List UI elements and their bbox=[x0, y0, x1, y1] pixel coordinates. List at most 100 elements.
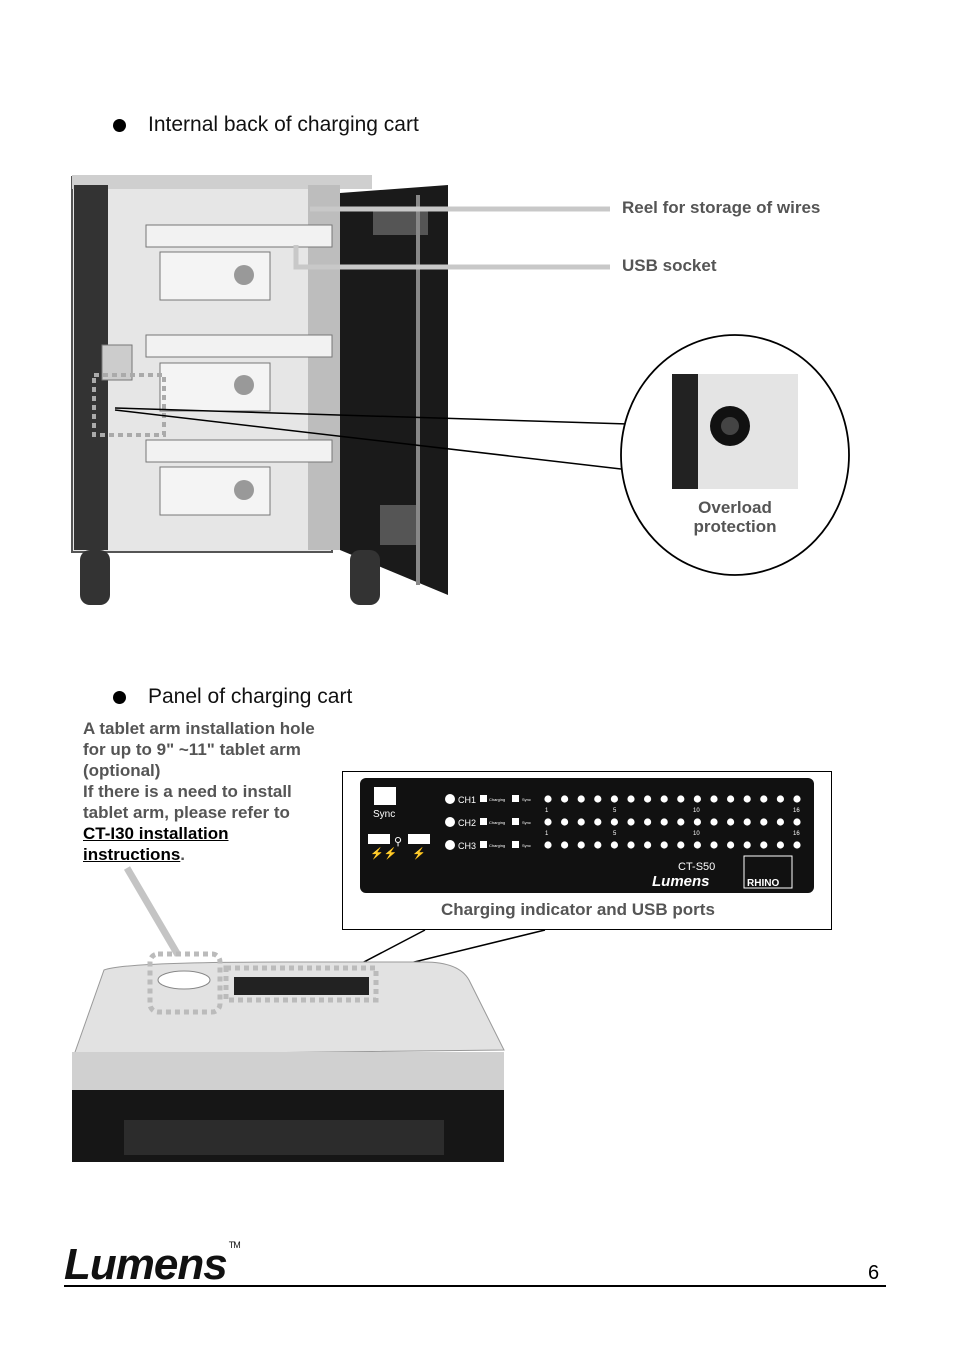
bullet-icon bbox=[113, 118, 126, 132]
port-led bbox=[644, 841, 652, 849]
channel-label: CH2 bbox=[458, 818, 476, 828]
port-led bbox=[544, 841, 552, 849]
section-heading-text: Internal back of charging cart bbox=[148, 113, 419, 136]
footer-brand: Lumens bbox=[64, 1240, 228, 1289]
port-number: 10 bbox=[693, 808, 700, 814]
sync-label: Sync bbox=[373, 809, 395, 820]
note-line: tablet arm, please refer to bbox=[83, 803, 290, 822]
port-led bbox=[793, 818, 801, 826]
port-number: 16 bbox=[793, 831, 800, 837]
callout-usb-socket: USB socket bbox=[622, 256, 717, 275]
port-led bbox=[544, 795, 552, 803]
fast-charge-icon: ⚡⚡ bbox=[370, 847, 397, 860]
port-led bbox=[693, 841, 701, 849]
tablet-arm-note: A tablet arm installation hole for up to… bbox=[83, 718, 343, 865]
port-number: 10 bbox=[693, 831, 700, 837]
channel-row: CH1 Charging Sync bbox=[445, 794, 531, 805]
rhino-label: RHINO bbox=[747, 878, 779, 889]
port-led bbox=[594, 841, 602, 849]
channel-row: CH3 Charging Sync bbox=[445, 840, 531, 851]
section-heading-text: Panel of charging cart bbox=[148, 685, 353, 708]
port-led bbox=[677, 841, 685, 849]
port-number: 16 bbox=[793, 808, 800, 814]
port-led bbox=[577, 818, 585, 826]
port-led bbox=[660, 795, 668, 803]
page-number: 6 bbox=[868, 1262, 880, 1284]
charging-label: Charging bbox=[489, 820, 505, 825]
callout-overload-line1: Overload bbox=[698, 498, 772, 517]
port-led bbox=[743, 795, 751, 803]
port-led bbox=[776, 841, 784, 849]
sync-small-label: Sync bbox=[522, 820, 531, 825]
port-led bbox=[660, 818, 668, 826]
port-led bbox=[610, 841, 618, 849]
sync-small-label: Sync bbox=[522, 797, 531, 802]
port-number: 1 bbox=[545, 808, 549, 814]
charging-panel: Sync ⚲ ⚡⚡ ⚡ CH1 Charging Sync CH2 Chargi… bbox=[360, 778, 814, 893]
section-heading-panel: Panel of charging cart bbox=[113, 685, 352, 709]
port-led bbox=[577, 841, 585, 849]
port-led bbox=[743, 841, 751, 849]
port-led bbox=[594, 795, 602, 803]
port-led bbox=[743, 818, 751, 826]
port-led bbox=[760, 841, 768, 849]
panel-model: CT-S50 bbox=[678, 861, 715, 873]
port-led bbox=[627, 795, 635, 803]
port-led bbox=[710, 818, 718, 826]
port-led bbox=[677, 795, 685, 803]
footer-tm: TM bbox=[228, 1240, 241, 1250]
port-number: 5 bbox=[613, 808, 617, 814]
port-led bbox=[776, 795, 784, 803]
note-line: for up to 9" ~11" tablet arm bbox=[83, 740, 301, 759]
overload-protection-detail bbox=[620, 334, 850, 576]
bullet-icon bbox=[113, 690, 126, 704]
cart-top-image bbox=[72, 951, 505, 1162]
rhino-logo bbox=[743, 855, 793, 889]
usb-icon: ⚲ bbox=[394, 836, 402, 848]
port-led bbox=[760, 818, 768, 826]
port-led bbox=[577, 795, 585, 803]
installation-link[interactable]: CT-I30 installation bbox=[83, 824, 229, 843]
sync-small-label: Sync bbox=[522, 843, 531, 848]
port-led bbox=[727, 841, 735, 849]
callout-overload-protection: Overload protection bbox=[660, 498, 810, 536]
section-heading-internal-back: Internal back of charging cart bbox=[113, 113, 419, 137]
port-led bbox=[760, 795, 768, 803]
port-led bbox=[561, 841, 569, 849]
charging-label: Charging bbox=[489, 797, 505, 802]
channel-row: CH2 Charging Sync bbox=[445, 817, 531, 828]
port-led bbox=[793, 795, 801, 803]
port-led bbox=[693, 795, 701, 803]
footer-rule bbox=[64, 1285, 886, 1287]
port-led bbox=[610, 818, 618, 826]
channel-led bbox=[445, 817, 455, 827]
port-number: 5 bbox=[613, 831, 617, 837]
panel-caption: Charging indicator and USB ports bbox=[441, 900, 715, 919]
usb-port-left bbox=[368, 834, 390, 844]
port-led bbox=[693, 818, 701, 826]
charging-label: Charging bbox=[489, 843, 505, 848]
channel-label: CH3 bbox=[458, 841, 476, 851]
channel-led bbox=[445, 794, 455, 804]
port-led bbox=[627, 818, 635, 826]
note-line: A tablet arm installation hole bbox=[83, 719, 315, 738]
port-led bbox=[793, 841, 801, 849]
note-period: . bbox=[180, 845, 186, 864]
panel-brand: Lumens bbox=[652, 873, 710, 890]
channel-led bbox=[445, 840, 455, 850]
cart-interior-image bbox=[71, 175, 448, 605]
port-led bbox=[776, 818, 784, 826]
port-led bbox=[627, 841, 635, 849]
port-led-grid bbox=[544, 795, 801, 849]
port-led bbox=[610, 795, 618, 803]
note-line: If there is a need to install bbox=[83, 782, 292, 801]
charge-icon: ⚡ bbox=[412, 847, 426, 860]
port-led bbox=[644, 795, 652, 803]
port-led bbox=[644, 818, 652, 826]
sync-button[interactable] bbox=[374, 787, 396, 805]
usb-port-right bbox=[408, 834, 430, 844]
port-led bbox=[677, 818, 685, 826]
port-led bbox=[660, 841, 668, 849]
installation-link[interactable]: instructions bbox=[83, 845, 181, 864]
